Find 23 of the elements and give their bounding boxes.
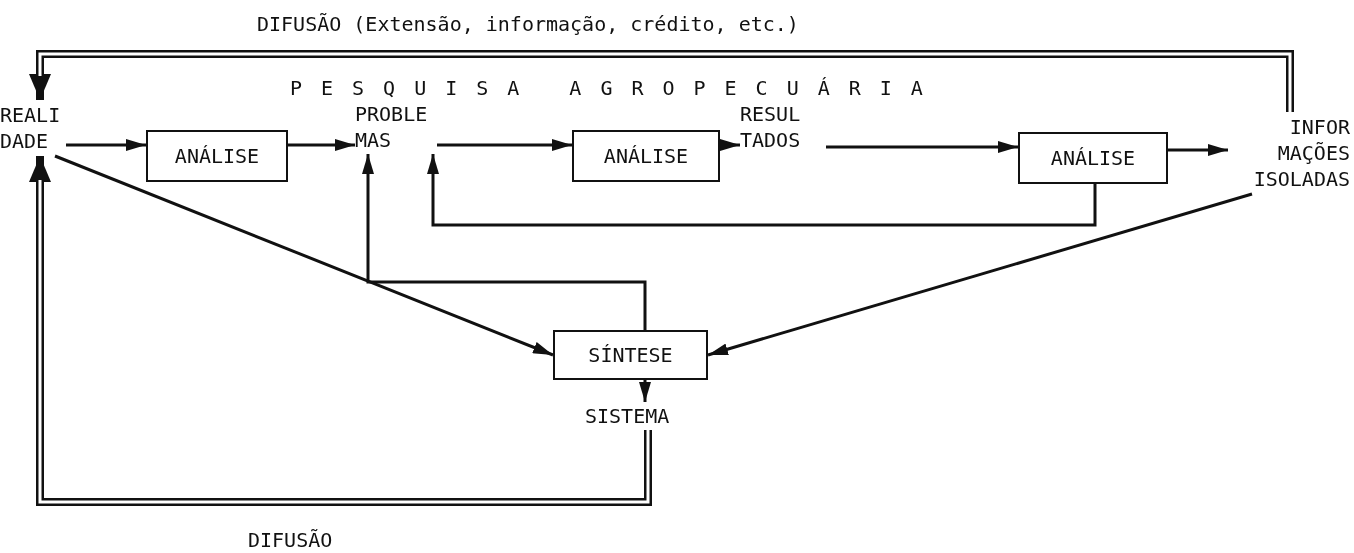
node-label: REALI DADE: [0, 100, 66, 156]
double-line-arrow: [29, 156, 652, 506]
heading-label: PESQUISA AGROPECUÁRIA: [290, 76, 942, 100]
process-box: ANÁLISE: [572, 130, 720, 182]
node-label: INFOR MAÇÕES ISOLADAS: [1228, 112, 1350, 194]
arrow: [288, 139, 355, 151]
arrow: [707, 192, 1253, 357]
arrow: [1168, 144, 1228, 156]
process-box: ANÁLISE: [146, 130, 288, 182]
node-label: PROBLE MAS: [355, 100, 437, 154]
arrow: [427, 154, 1097, 227]
arrow: [826, 141, 1018, 153]
node-label: SISTEMA: [585, 402, 685, 430]
process-box: ANÁLISE: [1018, 132, 1168, 184]
arrow: [437, 139, 572, 151]
arrow: [54, 154, 554, 357]
arrow: [66, 139, 146, 151]
arrow: [720, 139, 740, 151]
arrow: [639, 380, 651, 402]
double-line-arrow: [29, 50, 1294, 112]
node-label: RESUL TADOS: [740, 100, 826, 154]
arrow: [362, 154, 647, 330]
process-box: SÍNTESE: [553, 330, 708, 380]
